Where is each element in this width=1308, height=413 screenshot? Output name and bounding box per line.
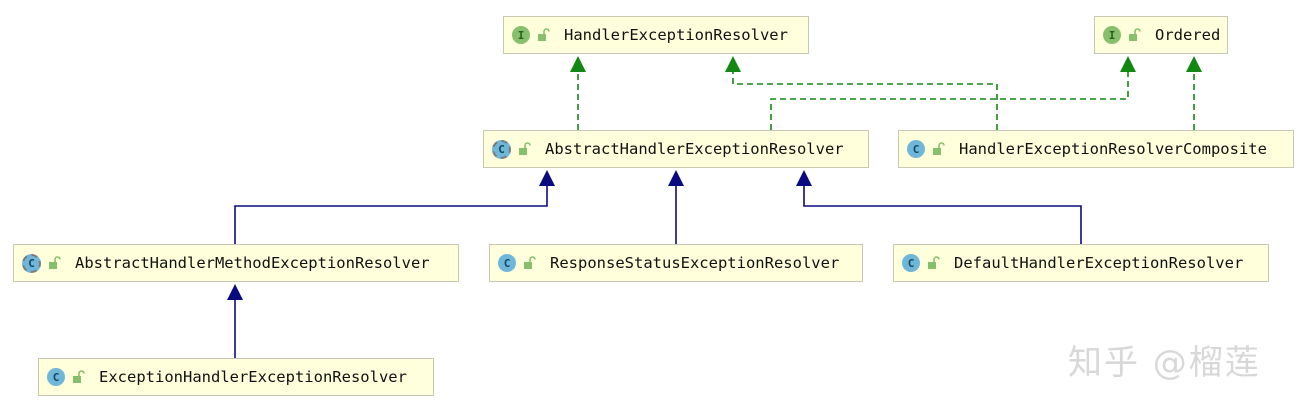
edge-implements-composite-to-ordered — [1186, 56, 1202, 130]
interface-icon: I — [1103, 26, 1121, 44]
node-label: AbstractHandlerMethodExceptionResolver — [75, 254, 430, 272]
class-icon: C — [902, 254, 920, 272]
edge-extends-default-to-abstract — [796, 170, 1082, 244]
edge-implements-abstract-to-handler — [570, 56, 586, 130]
edge-extends-exceptionhandler-to-method — [227, 284, 243, 358]
node-response-status-exception-resolver[interactable]: C ResponseStatusExceptionResolver — [489, 244, 863, 282]
node-label: ExceptionHandlerExceptionResolver — [99, 368, 407, 386]
abstract-class-icon: C — [22, 253, 41, 273]
interface-icon: I — [512, 26, 530, 44]
unlocked-icon — [49, 256, 61, 269]
node-label: Ordered — [1155, 26, 1221, 44]
edge-extends-method-to-abstract — [234, 170, 555, 244]
unlocked-icon — [519, 142, 531, 155]
node-abstract-handler-exception-resolver[interactable]: C AbstractHandlerExceptionResolver — [483, 130, 869, 168]
edge-extends-responsestatus-to-abstract — [668, 170, 684, 244]
class-icon: C — [47, 368, 65, 386]
unlocked-icon — [1129, 28, 1141, 41]
unlocked-icon — [538, 28, 550, 41]
node-handler-exception-resolver-composite[interactable]: C HandlerExceptionResolverComposite — [898, 130, 1294, 168]
unlocked-icon — [928, 256, 940, 269]
edge-implements-abstract-to-ordered — [770, 56, 1136, 130]
node-label: DefaultHandlerExceptionResolver — [954, 254, 1244, 272]
class-icon: C — [498, 254, 516, 272]
node-ordered[interactable]: I Ordered — [1094, 16, 1228, 54]
class-icon: C — [907, 140, 925, 158]
unlocked-icon — [933, 142, 945, 155]
unlocked-icon — [524, 256, 536, 269]
node-label: HandlerExceptionResolver — [564, 26, 788, 44]
node-exception-handler-exception-resolver[interactable]: C ExceptionHandlerExceptionResolver — [38, 358, 434, 396]
unlocked-icon — [73, 370, 85, 383]
node-handler-exception-resolver[interactable]: I HandlerExceptionResolver — [503, 16, 809, 54]
watermark-text: 知乎 @榴莲 — [1068, 343, 1261, 383]
node-label: ResponseStatusExceptionResolver — [550, 254, 840, 272]
edge-implements-composite-to-handler — [725, 56, 998, 130]
abstract-class-icon: C — [492, 139, 511, 159]
node-label: AbstractHandlerExceptionResolver — [545, 140, 844, 158]
node-label: HandlerExceptionResolverComposite — [959, 140, 1267, 158]
node-default-handler-exception-resolver[interactable]: C DefaultHandlerExceptionResolver — [893, 244, 1269, 282]
node-abstract-handler-method-exception-resolver[interactable]: C AbstractHandlerMethodExceptionResolver — [13, 244, 459, 282]
